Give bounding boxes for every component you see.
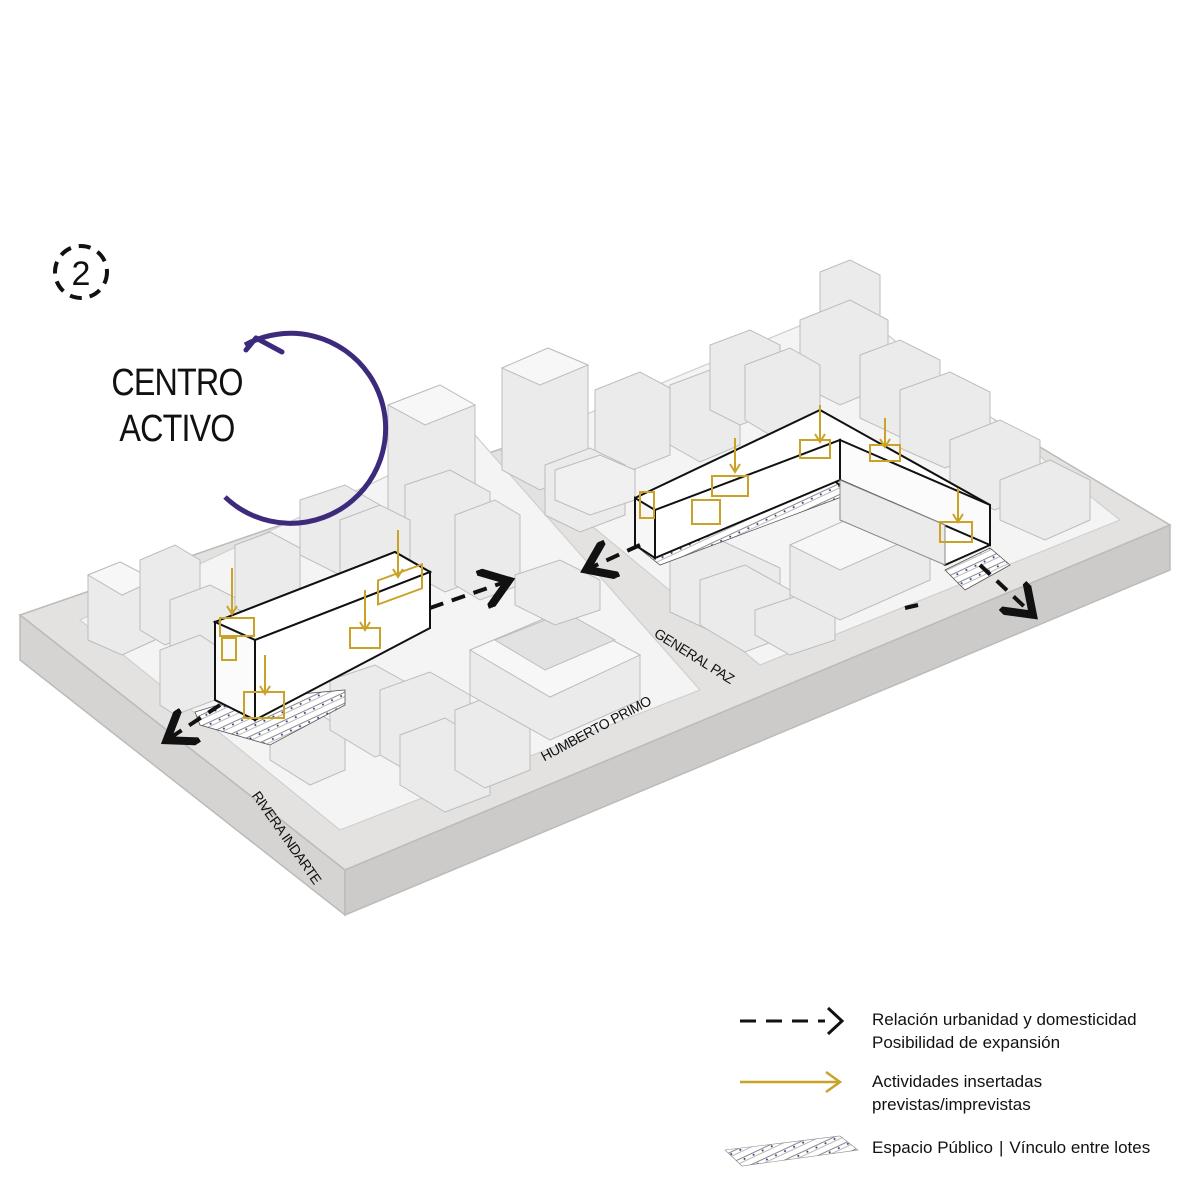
active-building-right [634, 408, 991, 567]
left-buildings [86, 384, 642, 813]
legend-hatch-icon [724, 1135, 859, 1167]
legend-separator: | [998, 1138, 1004, 1157]
activity-markers [219, 405, 973, 719]
active-building-left [212, 550, 433, 722]
legend-public-space-part-2: Vínculo entre lotes [1009, 1138, 1151, 1157]
legend-item-expansion: Relación urbanidad y domesticidad Posibi… [872, 1008, 1137, 1054]
centro-activo-title: CENTRO ACTIVO [96, 360, 258, 452]
legend-item-public-space: Espacio Público | Vínculo entre lotes [872, 1136, 1150, 1159]
legend-expansion-line-2: Posibilidad de expansión [872, 1033, 1061, 1052]
legend-public-space-part-1: Espacio Público [872, 1138, 993, 1157]
title-line-2: ACTIVO [119, 408, 235, 450]
centro-activo-badge [223, 330, 389, 526]
expansion-arrows [170, 545, 1030, 738]
title-line-1: CENTRO [111, 362, 243, 404]
legend-item-activities: Actividades insertadas previstas/imprevi… [872, 1070, 1042, 1116]
step-number: 2 [71, 255, 91, 293]
legend-dashed-arrow-icon [740, 1006, 845, 1036]
legend-activities-line-1: Actividades insertadas [872, 1072, 1043, 1091]
legend-activities-line-2: previstas/imprevistas [872, 1095, 1031, 1114]
legend-expansion-line-1: Relación urbanidad y domesticidad [872, 1010, 1137, 1029]
legend-gold-arrow-icon [740, 1070, 843, 1094]
step-number-circle [53, 244, 109, 300]
